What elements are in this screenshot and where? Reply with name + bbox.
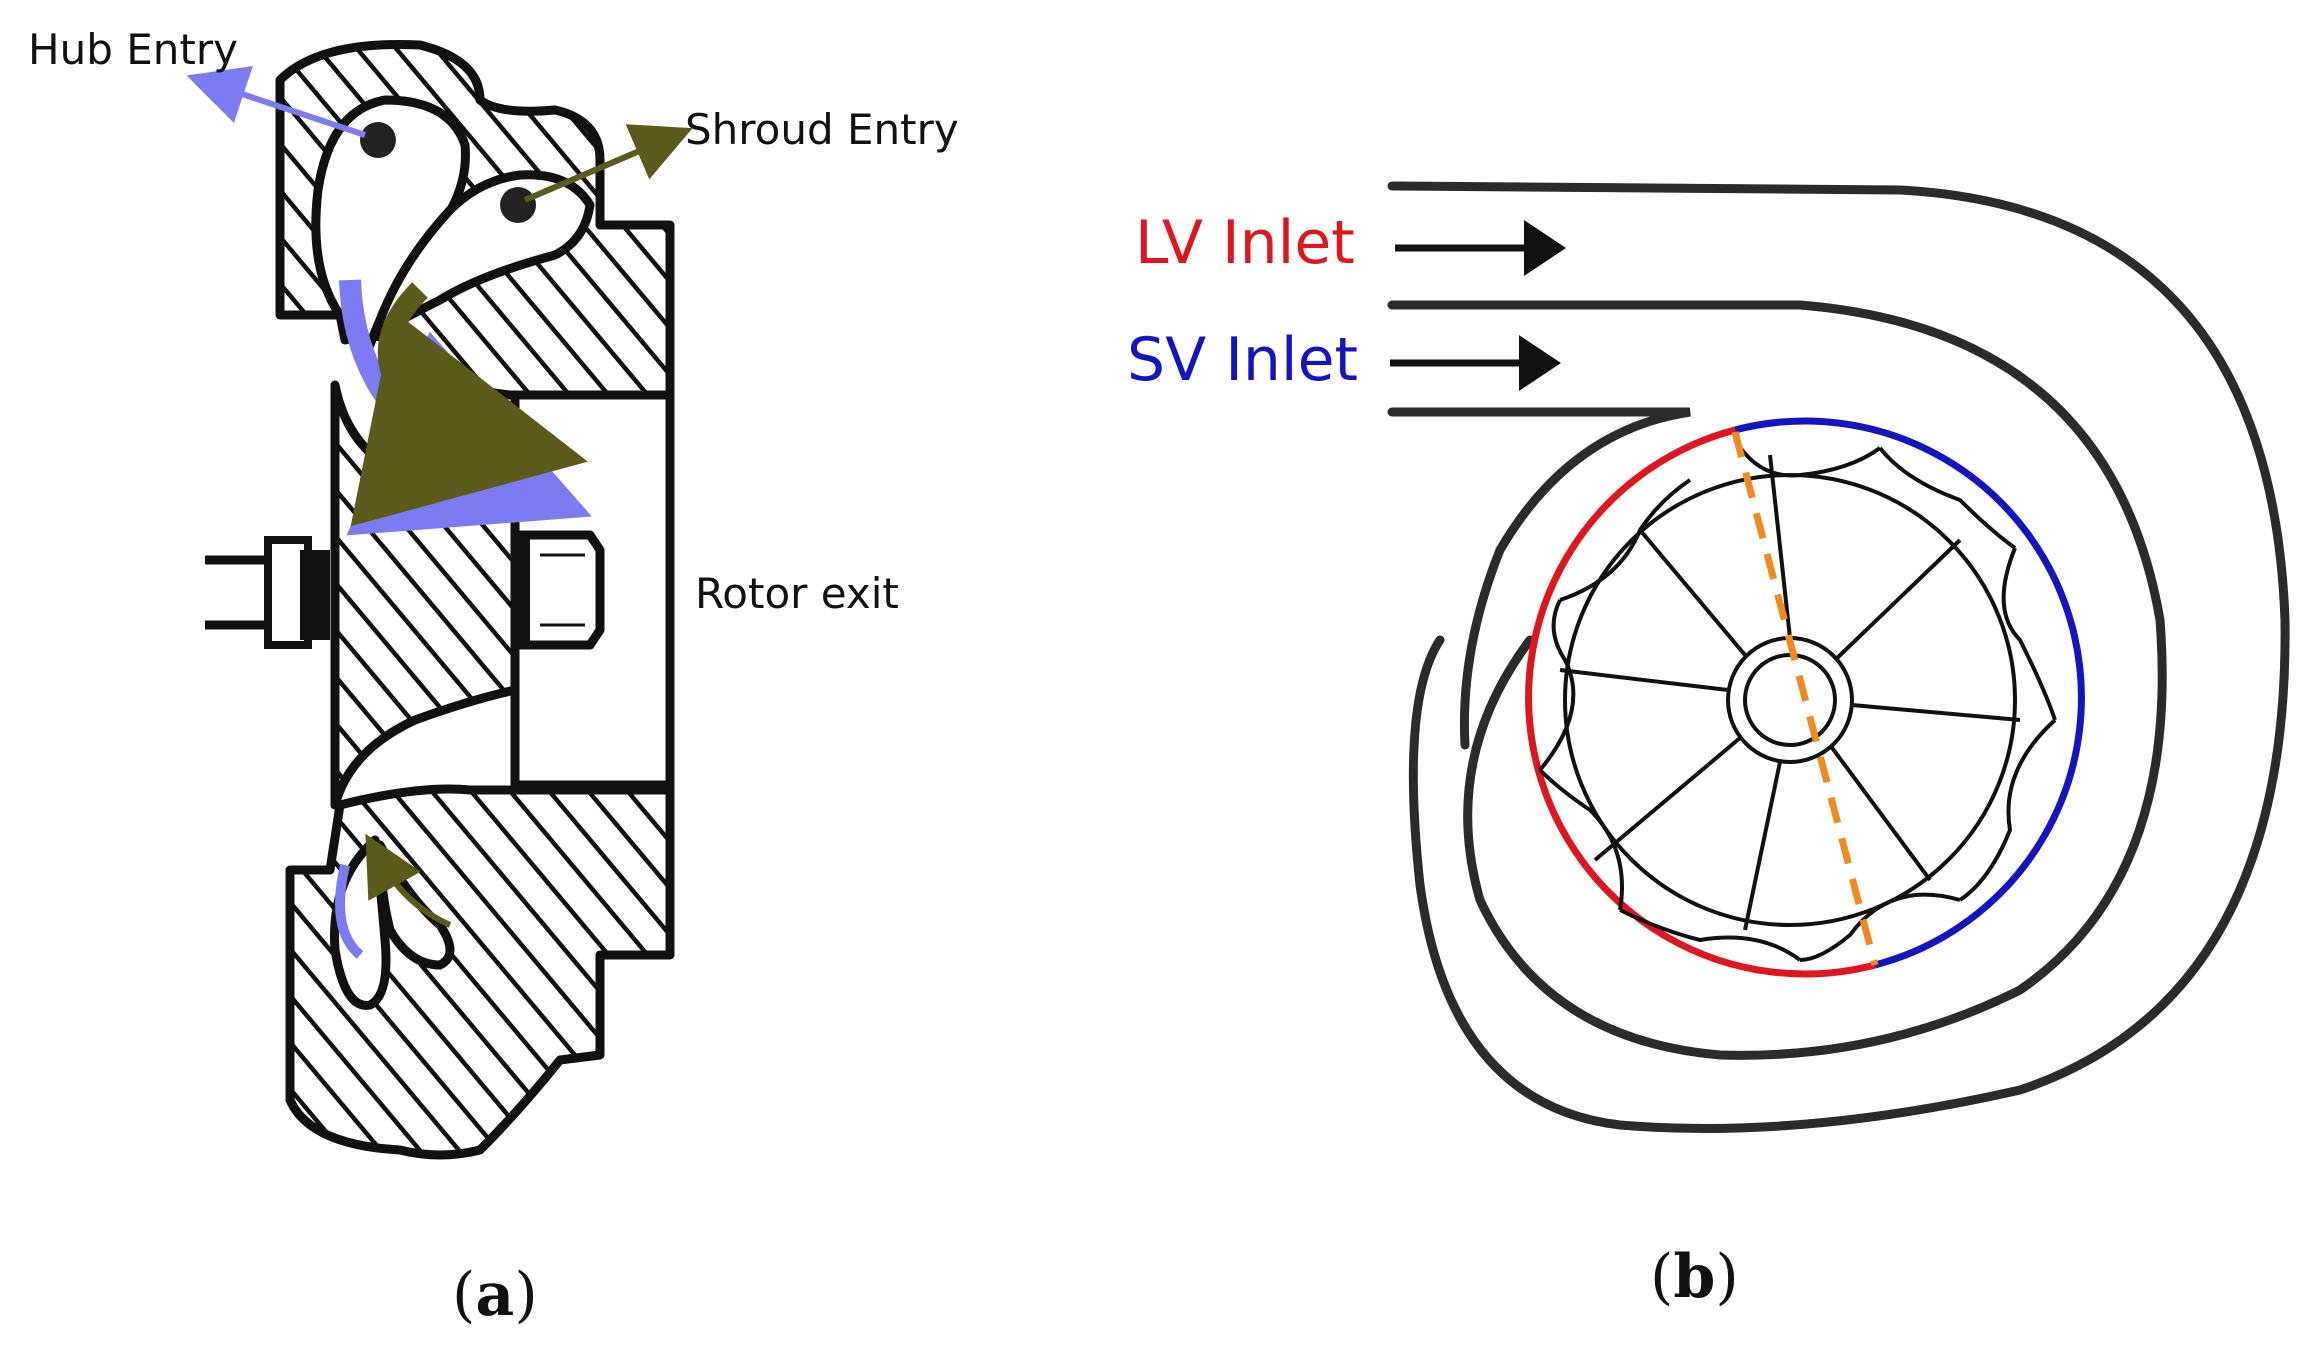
lv-arc: [1525, 426, 1876, 978]
caption-paren-close: ): [514, 1260, 537, 1330]
rotor-blade: [1559, 668, 1729, 692]
sv-arc: [1734, 417, 2085, 969]
rotor-hub-inner: [1743, 653, 1837, 747]
volute-outer-wall: [1387, 181, 2290, 1133]
panel-a-cross-section: Hub Entry Shroud Entry Rotor exit (a): [28, 25, 959, 1330]
tongue-divider: [1731, 431, 1879, 966]
nut-seal: [515, 535, 530, 645]
shaft-seal: [300, 550, 330, 640]
panel-b-caption: (b): [1650, 1242, 1739, 1312]
rotor-wheel-front: [1538, 438, 2057, 962]
rotor-blade: [1768, 454, 1792, 639]
shroud-entry-label: Shroud Entry: [685, 105, 959, 154]
shaft-nut: [515, 530, 605, 650]
rotor-blade: [1828, 743, 1932, 882]
panel-a-caption: (a): [452, 1260, 538, 1330]
blade-tips: [1538, 438, 2057, 962]
rotor-exit-label: Rotor exit: [695, 569, 899, 618]
rotor-blade: [1833, 538, 1962, 662]
caption-letter: a: [475, 1260, 514, 1330]
lv-inlet-label: LV Inlet: [1135, 208, 1355, 278]
rotor-blade: [1851, 703, 2021, 722]
hub-flow-path-lower: [335, 863, 364, 959]
caption-paren-open: (: [1650, 1242, 1673, 1312]
volute-inner-wall: [1387, 407, 1691, 750]
shroud-flow-path-lower: [365, 833, 452, 928]
hub-entry-label: Hub Entry: [28, 25, 238, 74]
panel-b-volute: LV Inlet SV Inlet (b): [1127, 181, 2290, 1312]
shroud-entry-point: [500, 187, 536, 223]
rotor-blade: [1638, 528, 1747, 657]
shroud-flow-path: [350, 282, 588, 527]
hub-flow-arrow: [186, 66, 366, 138]
rotor-blade: [1593, 736, 1742, 862]
sv-inlet-label: SV Inlet: [1127, 325, 1358, 395]
hub-entry-point: [360, 122, 396, 158]
shroud-volute-upper: [370, 170, 595, 340]
caption-paren-close: ): [1715, 1242, 1738, 1312]
shroud-flow-arrow: [523, 124, 693, 203]
rotor-blade: [1743, 761, 1782, 931]
caption-letter: b: [1673, 1242, 1715, 1312]
caption-paren-open: (: [452, 1260, 475, 1330]
volute-middle-wall: [1387, 300, 2167, 1060]
